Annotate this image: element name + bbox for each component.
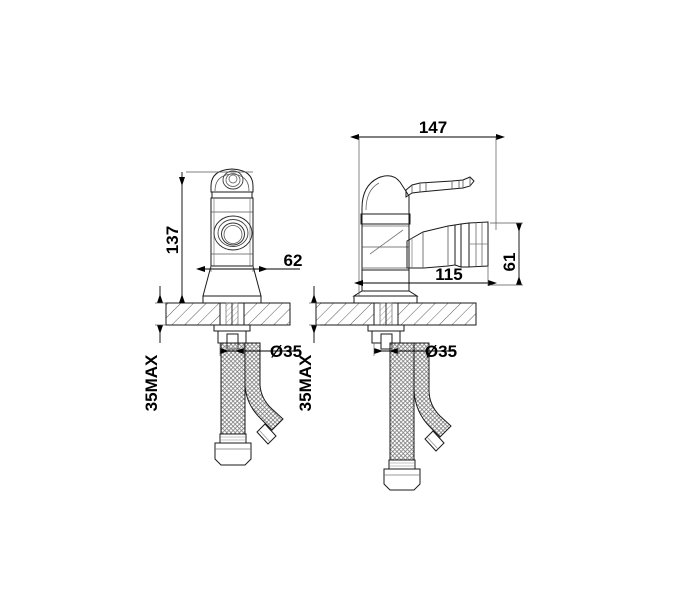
dim-left-hole-diameter (219, 343, 300, 356)
supply-hose-right-bent (413, 342, 452, 452)
dim-label-right-mount-max: 35MAX (296, 354, 315, 411)
dim-right-hole-diameter (373, 343, 455, 356)
faucet-side-view (352, 175, 489, 304)
dim-right-spout-height (490, 222, 523, 286)
dim-label-right-spout-reach: 115 (435, 265, 462, 284)
dim-label-left-height: 137 (163, 226, 182, 254)
lever-handle (405, 176, 475, 198)
faucet-front-view (202, 168, 262, 304)
dim-label-left-mount-max: 35MAX (142, 354, 161, 411)
supply-hose-right-straight (383, 342, 421, 491)
dim-label-left-hole-diameter: Ø35 (270, 342, 302, 361)
supply-hose-left-straight (214, 342, 252, 466)
dim-right-spout-reach (354, 266, 497, 286)
faucet-shank-right (367, 302, 405, 350)
dim-label-left-base-width: 62 (284, 251, 303, 270)
dim-label-right-hole-diameter: Ø35 (425, 342, 457, 361)
dim-right-overall-width (350, 134, 505, 296)
dim-right-mount-thickness (309, 286, 320, 343)
dim-label-right-overall-width: 147 (419, 118, 447, 137)
supply-hose-left-bent (244, 342, 284, 445)
dim-left-mount-thickness (155, 286, 166, 343)
dim-left-height (179, 171, 253, 303)
dim-left-base-width (196, 266, 300, 272)
dim-label-right-spout-height: 61 (500, 253, 519, 272)
